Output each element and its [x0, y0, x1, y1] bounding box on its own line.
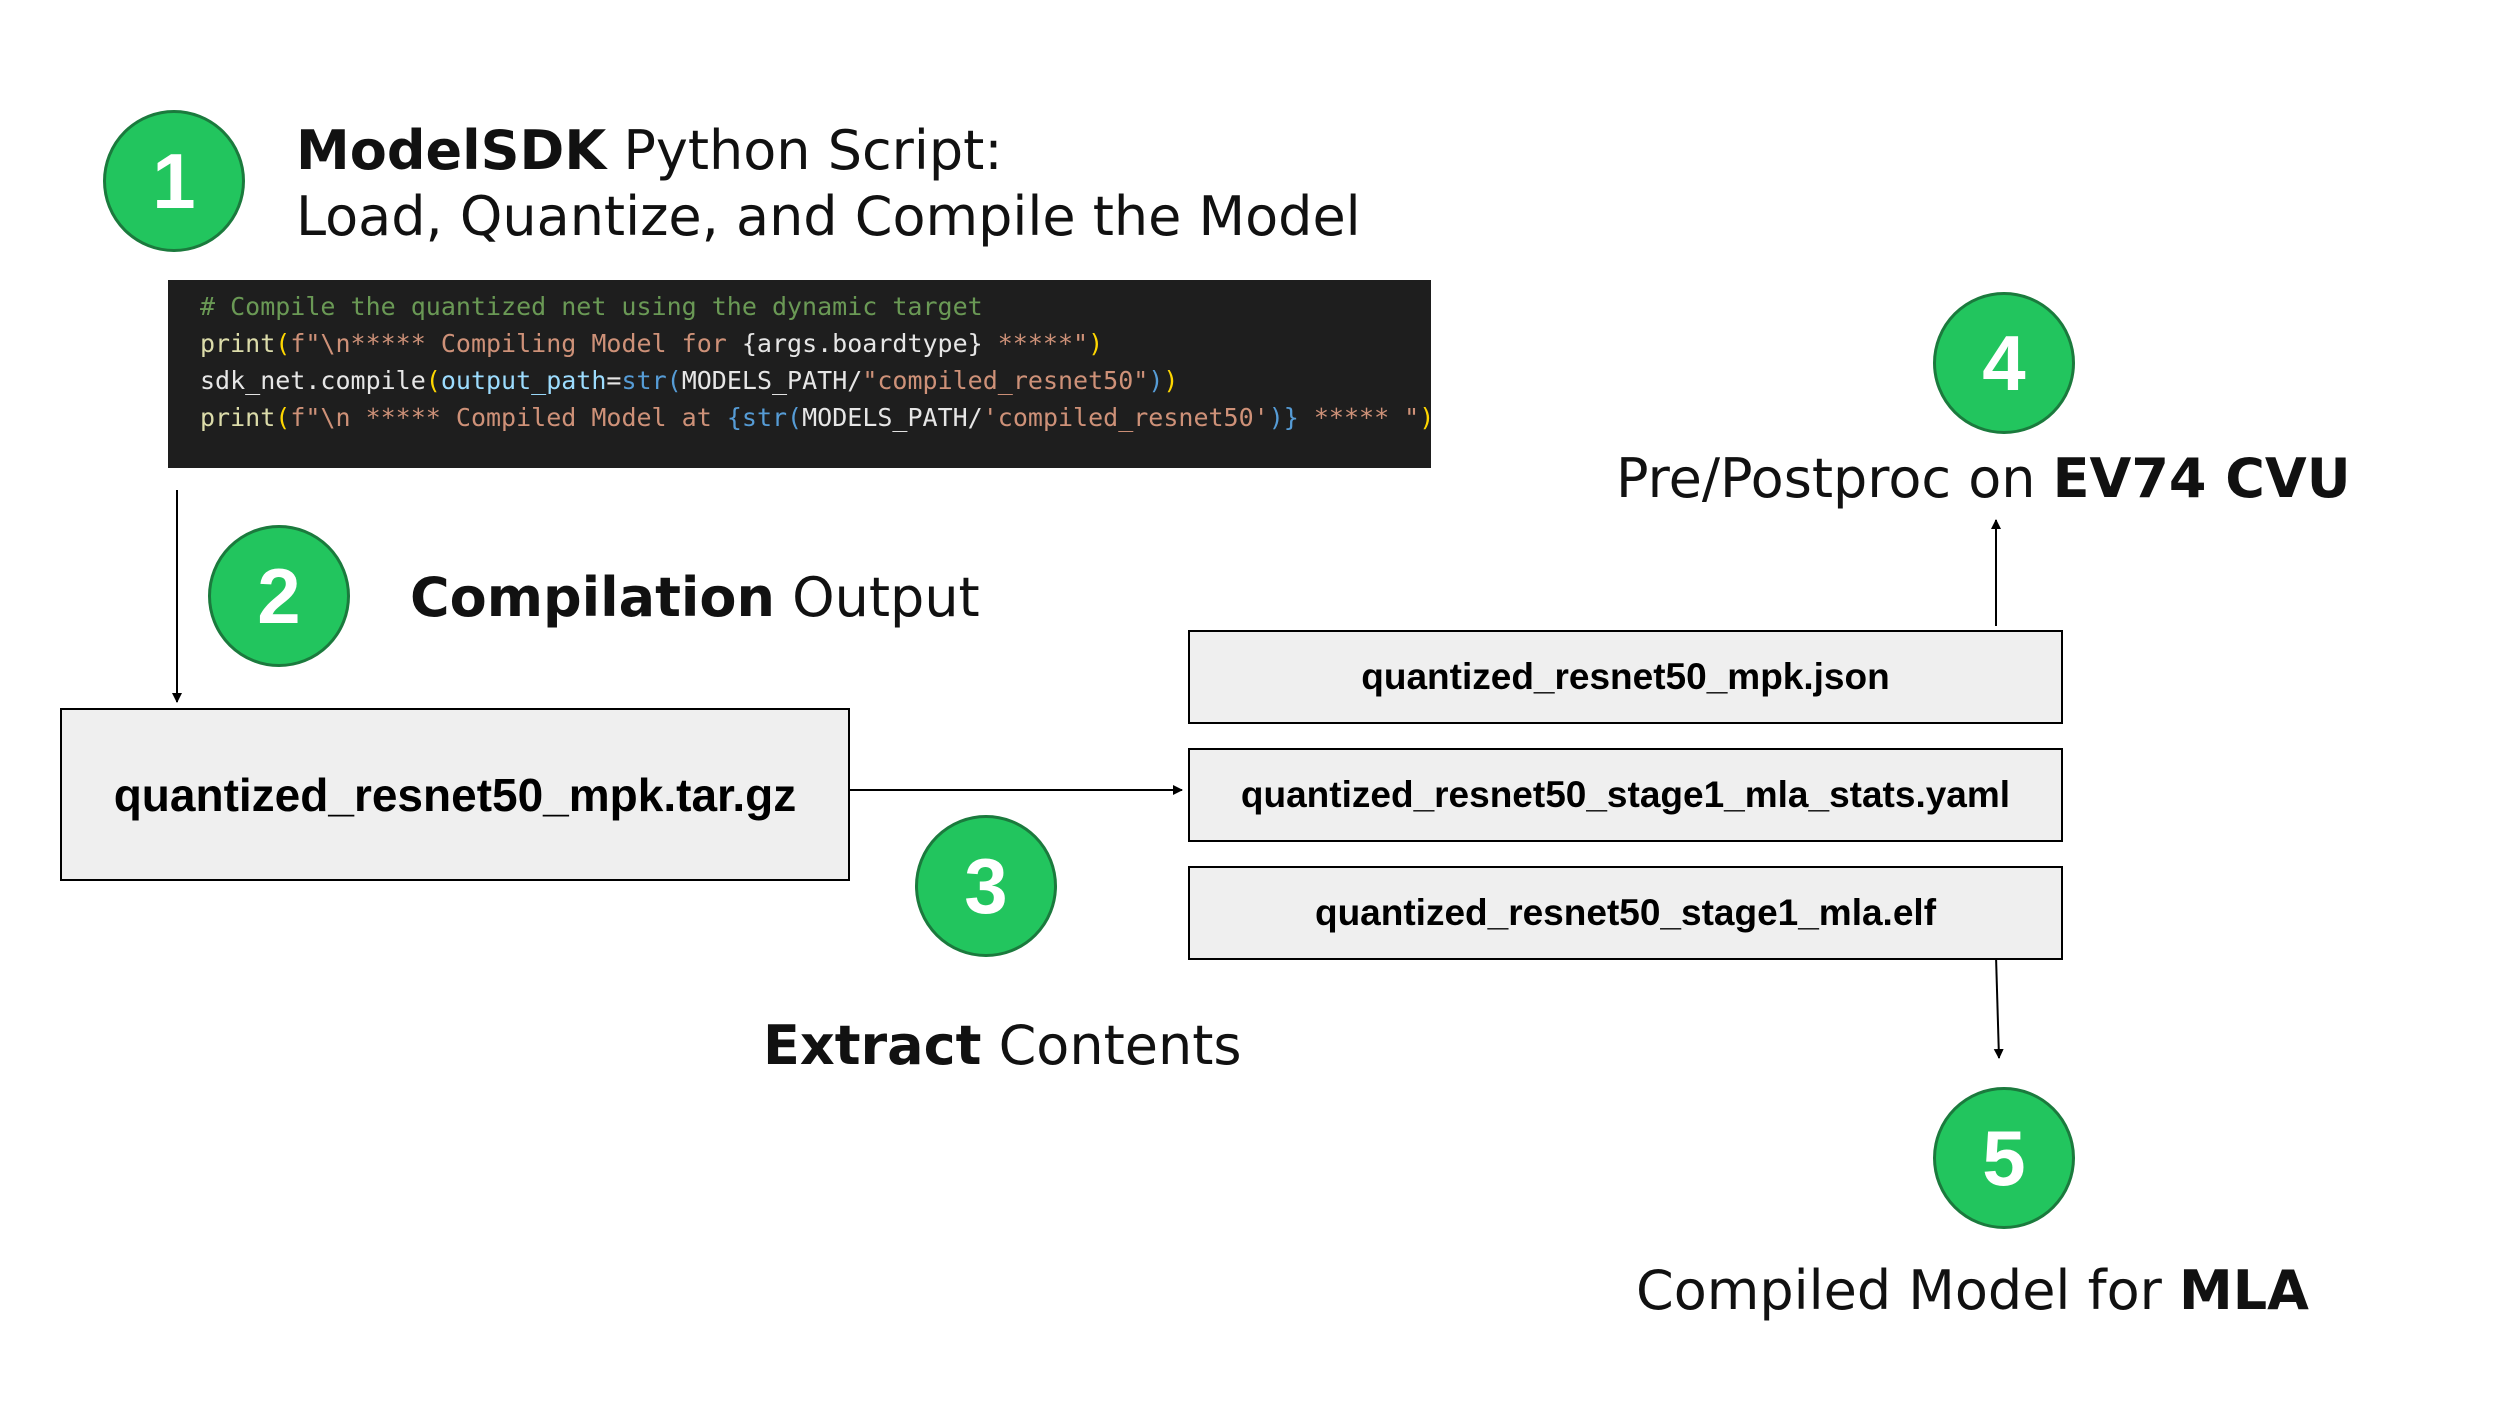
step-5-number: 5: [1982, 1113, 2026, 1202]
code-token: f"\n ***** Compiled Model at: [290, 403, 727, 432]
code-snippet: # Compile the quantized net using the dy…: [168, 280, 1435, 468]
code-token: print: [200, 403, 276, 432]
step-4-badge: 4: [1933, 292, 2075, 434]
code-token: =: [606, 366, 622, 395]
step-3-title-rest: Contents: [981, 1014, 1242, 1077]
step-2-number: 2: [257, 551, 301, 640]
code-token: (: [787, 403, 803, 432]
step-4-title-rest: Pre/Postproc on: [1616, 447, 2053, 510]
extracted-file-yaml: quantized_resnet50_stage1_mla_stats.yaml: [1188, 748, 2063, 842]
code-token: ): [1419, 403, 1435, 432]
code-token: {: [726, 403, 742, 432]
code-token: MODELS_PATH/: [681, 366, 863, 395]
code-comment: # Compile the quantized net using the dy…: [200, 292, 983, 321]
code-token: "compiled_resnet50": [862, 366, 1149, 395]
step-3-title-bold: Extract: [763, 1014, 982, 1077]
extracted-file-elf: quantized_resnet50_stage1_mla.elf: [1188, 866, 2063, 960]
code-token: str: [741, 403, 788, 432]
step-1-badge: 1: [103, 110, 245, 252]
extracted-file-json: quantized_resnet50_mpk.json: [1188, 630, 2063, 724]
code-token: ): [1163, 366, 1179, 395]
code-token: output_path: [440, 366, 607, 395]
code-token: )}: [1268, 403, 1299, 432]
step-2-badge: 2: [208, 525, 350, 667]
code-token: ): [1088, 329, 1104, 358]
step-5-title-bold: MLA: [2179, 1259, 2309, 1322]
code-token: MODELS_PATH/: [802, 403, 983, 432]
step-1-number: 1: [152, 136, 196, 225]
code-line-2: print(f"\n***** Compiling Model for {arg…: [200, 325, 1431, 362]
step-5-badge: 5: [1933, 1087, 2075, 1229]
step-4-number: 4: [1982, 318, 2026, 407]
code-token: ): [1148, 366, 1164, 395]
code-line-1: # Compile the quantized net using the dy…: [200, 288, 1431, 325]
step-3-heading: Extract Contents: [763, 1013, 1242, 1079]
step-2-heading: Compilation Output: [410, 565, 980, 631]
code-token: f"\n***** Compiling Model for: [290, 329, 742, 358]
step-1-title: ModelSDK Python Script:: [296, 118, 1361, 184]
code-token: (: [275, 403, 291, 432]
code-token: str: [621, 366, 667, 395]
step-1-title-bold: ModelSDK: [296, 119, 607, 182]
step-4-title-bold: EV74 CVU: [2052, 447, 2351, 510]
step-4-heading: Pre/Postproc on EV74 CVU: [1616, 446, 2351, 512]
code-token: {args.boardtype}: [741, 329, 983, 358]
code-token: sdk_net.compile: [200, 366, 426, 395]
code-token: (: [275, 329, 291, 358]
archive-filename: quantized_resnet50_mpk.tar.gz: [113, 768, 797, 821]
step-2-title-rest: Output: [774, 566, 980, 629]
step-5-title-rest: Compiled Model for: [1636, 1259, 2180, 1322]
code-token: print: [200, 329, 276, 358]
code-line-4: print(f"\n ***** Compiled Model at {str(…: [200, 399, 1435, 436]
step-2-title-bold: Compilation: [410, 566, 775, 629]
code-token: (: [666, 366, 682, 395]
archive-file-box: quantized_resnet50_mpk.tar.gz: [60, 708, 850, 881]
code-token: *****": [982, 329, 1089, 358]
arrow-elf-to-step5: [1993, 955, 2004, 1059]
step-3-badge: 3: [915, 815, 1057, 957]
code-token: 'compiled_resnet50': [982, 403, 1269, 432]
code-token: ***** ": [1298, 403, 1420, 432]
step-1-title-rest: Python Script:: [606, 119, 1003, 182]
step-1-subtitle: Load, Quantize, and Compile the Model: [296, 185, 1361, 248]
extracted-file-name: quantized_resnet50_stage1_mla.elf: [1314, 892, 1937, 933]
code-line-3: sdk_net.compile(output_path=str(MODELS_P…: [200, 362, 1431, 399]
step-5-heading: Compiled Model for MLA: [1636, 1258, 2309, 1324]
step-1-heading: ModelSDK Python Script: Load, Quantize, …: [296, 118, 1361, 250]
code-token: (: [425, 366, 441, 395]
step-3-number: 3: [964, 841, 1008, 930]
extracted-file-name: quantized_resnet50_mpk.json: [1361, 656, 1890, 697]
extracted-file-name: quantized_resnet50_stage1_mla_stats.yaml: [1240, 774, 2011, 815]
